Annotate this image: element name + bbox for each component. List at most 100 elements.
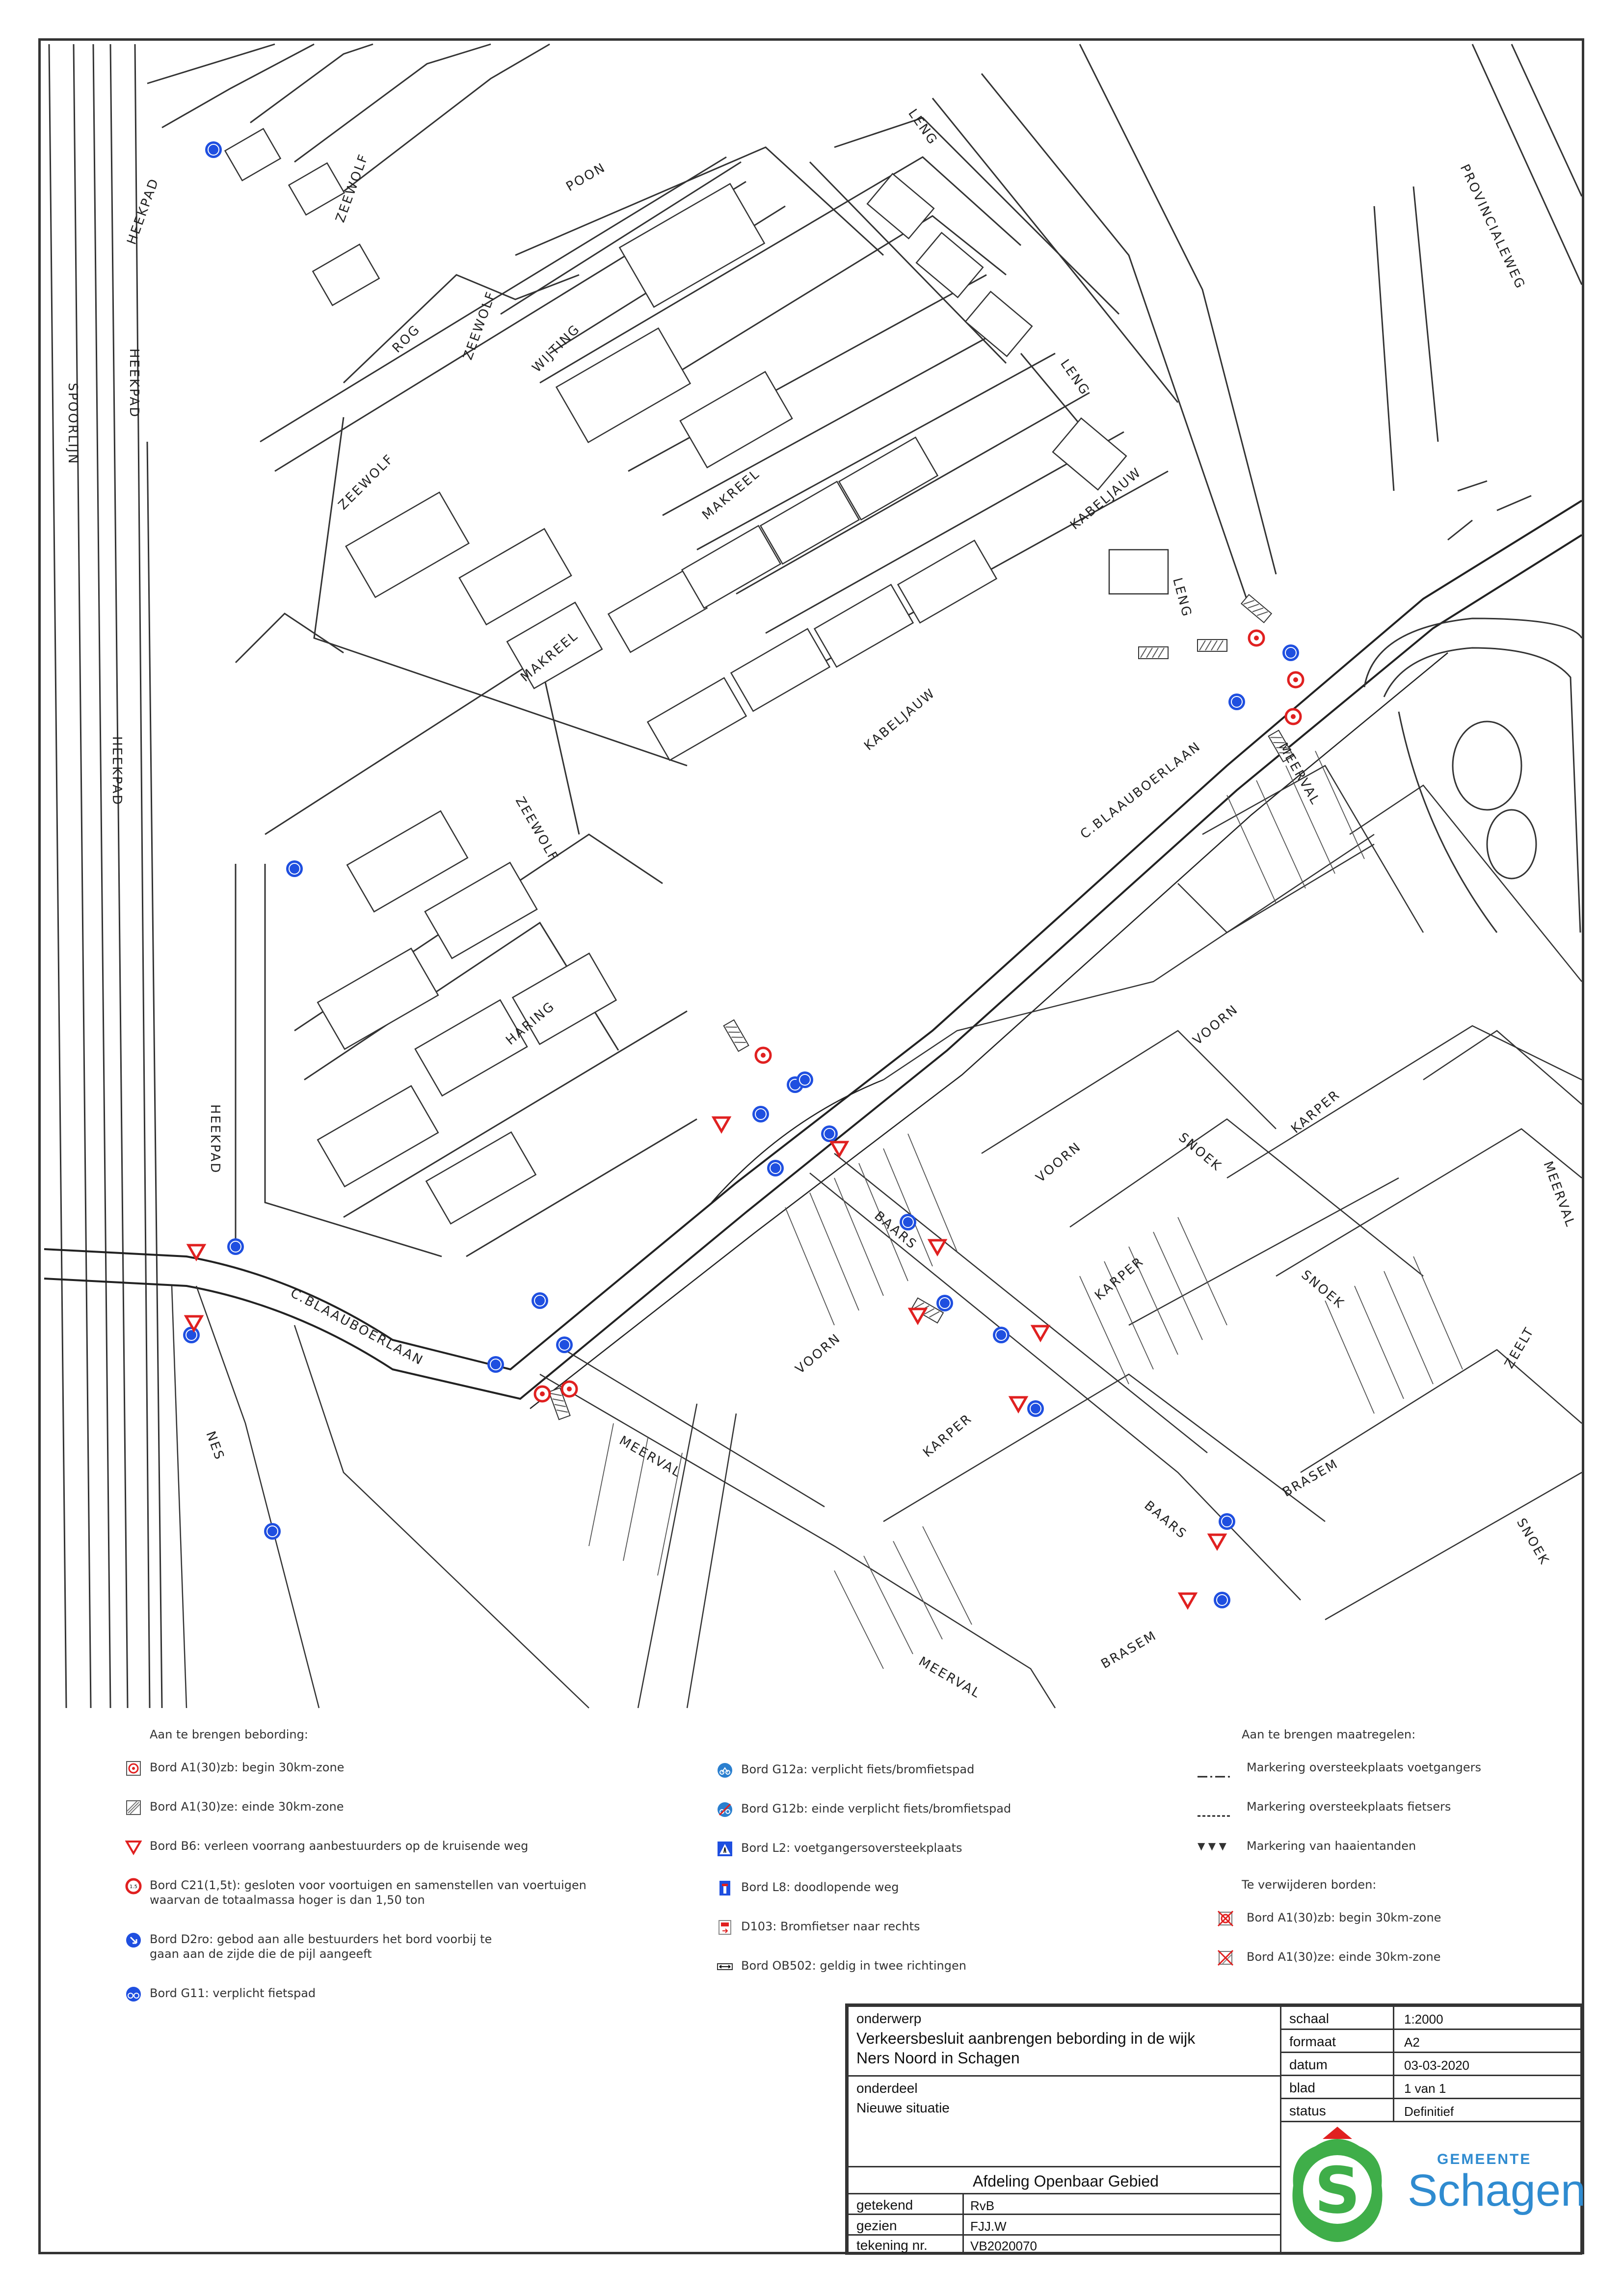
legend-item: Markering oversteekplaats voetgangers	[1198, 1760, 1571, 1778]
street-label: MEERVAL	[617, 1433, 684, 1481]
afdeling-title: Afdeling Openbaar Gebied	[973, 2172, 1159, 2190]
sign-a1-30ze-icon	[125, 1799, 142, 1816]
legend-item: Bord G12b: einde verplicht fiets/bromfie…	[717, 1801, 1148, 1817]
datum-row: datum 03-03-2020	[1280, 2052, 1582, 2076]
legend-item: D103: Bromfietser naar rechts	[717, 1919, 1148, 1936]
street-label: LENG	[1057, 357, 1092, 399]
schaal-label: schaal	[1289, 2011, 1329, 2026]
sign-c21-icon: 1.5	[125, 1878, 142, 1895]
street-label: ZEEWOLF	[336, 452, 397, 513]
street-label: ZEEWOLF	[460, 289, 499, 362]
sign-b6-triangle-icon	[125, 1839, 142, 1855]
street-label: VOORN	[1033, 1139, 1084, 1185]
sign-g11-icon	[125, 1986, 142, 2002]
legend-label: Bord OB502: geldig in twee richtingen	[741, 1959, 966, 1973]
logo-name-text: Schagen	[1408, 2165, 1586, 2216]
sign-ob502-icon	[717, 1958, 733, 1975]
status-row: status Definitief	[1280, 2098, 1582, 2122]
residential-southeast	[171, 765, 1582, 1709]
street-label: HEEKPAD	[109, 736, 124, 806]
lot-lines	[588, 750, 1463, 1669]
railway-corridor	[48, 44, 163, 1709]
logo-emblem-icon: S	[1292, 2127, 1383, 2242]
sign-d2ro-icon	[125, 1932, 142, 1949]
map-canvas: HEEKPAD HEEKPAD HEEKPAD HEEKPAD SPOORLIJ…	[44, 43, 1582, 1709]
onderwerp-cell: onderwerp Verkeersbesluit aanbrengen beb…	[847, 2005, 1281, 2077]
street-label: POON	[564, 160, 609, 194]
tekening-value: VB2020070	[970, 2239, 1037, 2253]
sign-g12a-icon	[717, 1762, 733, 1779]
street-label: BAARS	[872, 1208, 920, 1253]
formaat-label: formaat	[1289, 2034, 1336, 2049]
street-label: HEEKPAD	[124, 176, 162, 246]
sign-d103-icon	[717, 1919, 733, 1936]
gemeente-schagen-logo: S GEMEENTE Schagen	[1280, 2121, 1586, 2255]
legend-heading: Aan te brengen bebording:	[150, 1728, 308, 1741]
street-label: VOORN	[1190, 1002, 1241, 1048]
sign-l2-icon	[717, 1841, 733, 1857]
street-label: ROG	[390, 322, 424, 356]
logo-gemeente-text: GEMEENTE	[1437, 2151, 1532, 2167]
street-label: LENG	[905, 107, 940, 148]
onderdeel-value: Nieuwe situatie	[856, 2100, 950, 2115]
schaal-value: 1:2000	[1404, 2012, 1443, 2027]
street-label: PROVINCIALEWEG	[1457, 162, 1528, 292]
getekend-label: getekend	[856, 2197, 913, 2213]
legend-label: Bord G11: verplicht fietspad	[150, 1986, 316, 2000]
tb-divider	[1393, 2005, 1394, 2122]
gezien-label: gezien	[856, 2218, 897, 2233]
onderdeel-label: onderdeel	[856, 2081, 918, 2096]
tb-divider	[962, 2193, 964, 2255]
onderwerp-label: onderwerp	[856, 2011, 922, 2026]
tekening-label: tekening nr.	[856, 2238, 928, 2253]
onderwerp-line1: Verkeersbesluit aanbrengen bebording in …	[856, 2029, 1196, 2047]
legend-label: Bord L2: voetgangersoversteekplaats	[741, 1841, 962, 1855]
datum-label: datum	[1289, 2057, 1328, 2072]
legend-label: Bord L8: doodlopende weg	[741, 1880, 899, 1894]
street-label: HEEKPAD	[127, 348, 141, 418]
legend-item: Bord A1(30)ze: einde 30km-zone	[1198, 1949, 1571, 1966]
legend-label: D103: Bromfietser naar rechts	[741, 1920, 920, 1933]
street-label: BAARS	[1142, 1498, 1190, 1542]
legend-item: Bord L8: doodlopende weg	[717, 1880, 1148, 1896]
map-signs	[183, 141, 1303, 1609]
blad-value: 1 van 1	[1404, 2081, 1446, 2096]
street-label: BRASEM	[1099, 1628, 1160, 1672]
onderwerp-line2: Ners Noord in Schagen	[856, 2049, 1020, 2067]
getekend-row: getekend RvB	[847, 2193, 1281, 2215]
street-label: KARPER	[1288, 1087, 1343, 1137]
map-drawing: HEEKPAD HEEKPAD HEEKPAD HEEKPAD SPOORLIJ…	[41, 41, 1582, 1709]
legend-label: Bord A1(30)zb: begin 30km-zone	[1247, 1911, 1441, 1924]
street-label: HEEKPAD	[208, 1104, 222, 1174]
status-value: Definitief	[1404, 2104, 1454, 2119]
datum-value: 03-03-2020	[1404, 2058, 1469, 2073]
legend-label: Bord G12b: einde verplicht fiets/bromfie…	[741, 1802, 1012, 1815]
afdeling-cell: Afdeling Openbaar Gebied	[847, 2166, 1281, 2194]
title-block: onderwerp Verkeersbesluit aanbrengen beb…	[845, 2003, 1586, 2255]
sign-a1-30zb-icon	[125, 1760, 142, 1777]
street-label: SPOORLIJN	[65, 383, 80, 465]
street-label: C.BLAAUBOERLAAN	[1078, 739, 1204, 842]
street-label: VOORN	[793, 1331, 844, 1377]
getekend-value: RvB	[970, 2198, 995, 2213]
legend-heading: Aan te brengen maatregelen:	[1242, 1728, 1416, 1741]
street-label: ZEELT	[1502, 1324, 1537, 1371]
street-label: MAKREEL	[699, 466, 763, 523]
street-label: KARPER	[920, 1411, 975, 1461]
street-label: MEERVAL	[916, 1654, 984, 1702]
street-label: C.BLAAUBOERLAAN	[288, 1286, 426, 1369]
remove-a1-30ze-icon	[1217, 1949, 1234, 1966]
house-blocks	[224, 128, 1169, 1225]
legend-label: Markering oversteekplaats fietsers	[1247, 1800, 1451, 1814]
onderdeel-cell: onderdeel Nieuwe situatie	[847, 2075, 1281, 2167]
gezien-value: FJJ.W	[970, 2219, 1007, 2234]
legend-label: Bord C21(1,5t): gesloten voor voortuigen…	[150, 1878, 586, 1907]
legend-signs-left: Aan te brengen bebording: Bord A1(30)zb:…	[125, 1728, 714, 2025]
legend-label: Markering van haaientanden	[1247, 1839, 1416, 1853]
legend-item: Bord OB502: geldig in twee richtingen	[717, 1958, 1148, 1973]
legend-label: Bord A1(30)ze: einde 30km-zone	[150, 1800, 344, 1814]
street-label: WIJTING	[530, 321, 584, 375]
status-label: status	[1289, 2103, 1326, 2118]
legend-label: Bord G12a: verplicht fiets/bromfietspad	[741, 1762, 975, 1776]
legend-item: Bord A1(30)ze: einde 30km-zone	[125, 1799, 714, 1816]
